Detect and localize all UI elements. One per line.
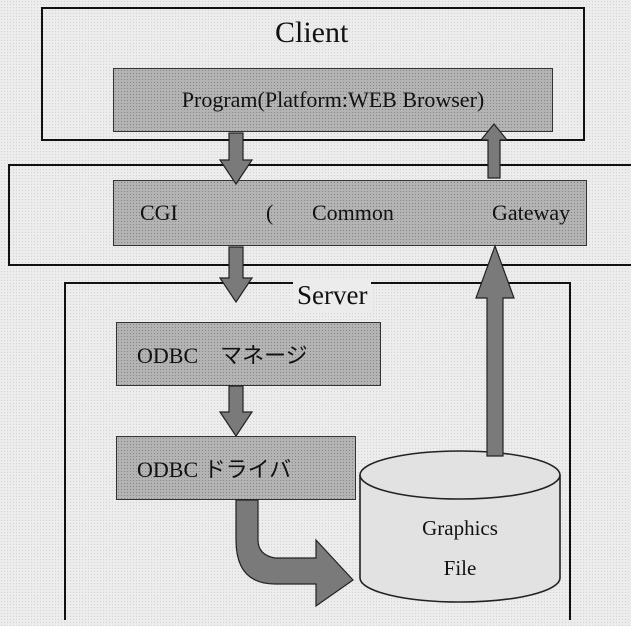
client-title: Client — [275, 16, 349, 49]
program-label: Program(Platform:WEB Browser) — [181, 87, 485, 112]
program-box: Program(Platform:WEB Browser) — [113, 68, 553, 132]
down-arrow-program-to-cgi — [218, 132, 254, 186]
odbc-manager-box: ODBC マネージ — [116, 322, 381, 386]
odbc-driver-box: ODBC ドライバ — [116, 436, 356, 500]
graphics-file-label-2: File — [443, 556, 477, 580]
graphics-file-label-1: Graphics — [422, 516, 498, 540]
client-frame — [41, 7, 585, 141]
cgi-text-gateway: Gateway — [492, 200, 571, 225]
curved-arrow-driver-to-file — [235, 499, 354, 608]
server-title: Server — [293, 280, 372, 311]
up-arrow-cgi-to-program — [479, 123, 509, 179]
cgi-box: CGI ( Common Gateway — [113, 180, 587, 246]
odbc-manager-label: ODBC マネージ — [137, 343, 308, 368]
graphics-file-cylinder — [359, 450, 561, 603]
cgi-text-common: Common — [312, 200, 394, 225]
down-arrow-manager-to-driver — [218, 385, 254, 438]
cgi-text-cgi: CGI — [140, 200, 178, 225]
cgi-text-paren: ( — [266, 200, 274, 225]
up-arrow-file-to-cgi — [475, 244, 515, 457]
odbc-driver-label: ODBC ドライバ — [137, 457, 292, 482]
cgi-frame — [8, 164, 631, 266]
down-arrow-cgi-to-server — [218, 246, 254, 304]
